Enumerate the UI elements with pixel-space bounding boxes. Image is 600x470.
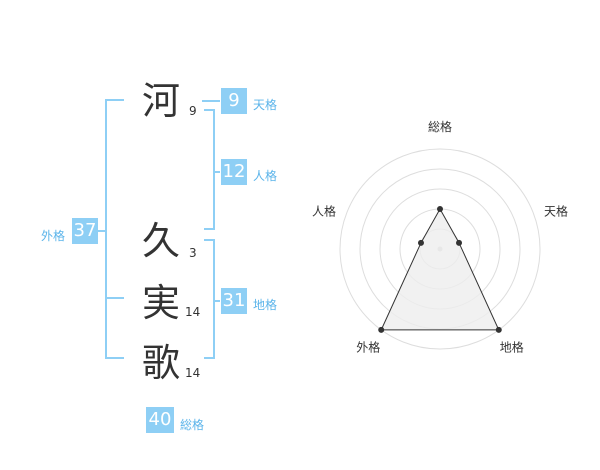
radar-ring xyxy=(339,148,541,350)
gaikaku-badge: 37 xyxy=(72,218,98,244)
chikaku-label: 地格 xyxy=(253,298,278,312)
jinkaku-badge: 12 xyxy=(221,159,247,185)
jinkaku-label: 人格 xyxy=(253,169,278,183)
name-char-4: 歌 xyxy=(142,341,181,385)
stroke-count-4: 14 xyxy=(185,366,201,380)
soukaku-label: 総格 xyxy=(180,418,205,432)
gaikaku-label: 外格 xyxy=(41,229,66,243)
stroke-count-3: 14 xyxy=(185,305,201,319)
stroke-count-1: 9 xyxy=(189,104,197,118)
tenkaku-badge: 9 xyxy=(221,88,247,114)
name-char-2: 久 xyxy=(142,219,181,263)
soukaku-badge: 40 xyxy=(146,407,174,433)
radar-axis-label-1: 総格 xyxy=(428,119,452,134)
radar-point-4 xyxy=(378,326,385,333)
radar-axis-label-5: 人格 xyxy=(312,203,336,218)
radar-polygon xyxy=(380,207,500,331)
tenkaku-label: 天格 xyxy=(253,98,278,112)
name-char-1: 河 xyxy=(142,79,181,123)
radar-axis-label-3: 地格 xyxy=(500,340,524,355)
chikaku-badge: 31 xyxy=(221,288,247,314)
radar-axis-label-2: 天格 xyxy=(544,203,568,218)
radar-point-3 xyxy=(495,326,502,333)
stroke-count-2: 3 xyxy=(189,246,197,260)
name-char-3: 実 xyxy=(142,281,181,325)
radar-point-2 xyxy=(456,239,463,246)
radar-axis-label-4: 外格 xyxy=(356,340,380,355)
radar-point-1 xyxy=(437,206,443,212)
radar-point-5 xyxy=(417,239,424,246)
